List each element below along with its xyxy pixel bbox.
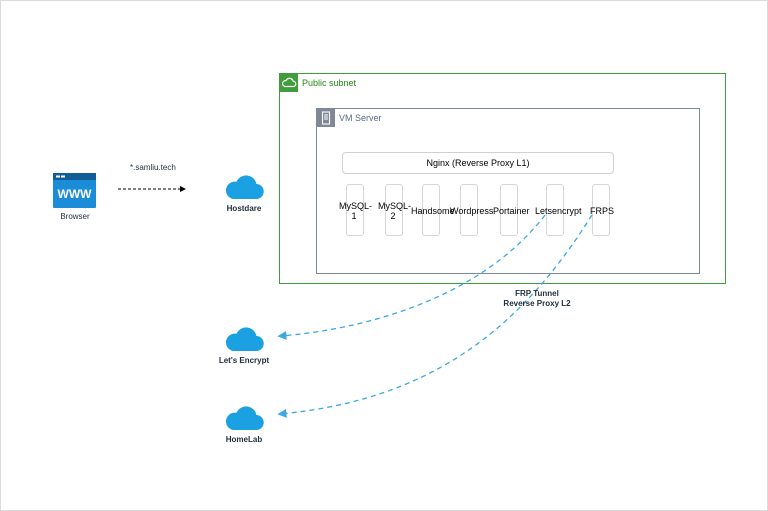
service-box-portainer[interactable] <box>500 184 518 236</box>
service-box-mysql-2[interactable] <box>385 184 403 236</box>
service-box-handsome[interactable] <box>422 184 440 236</box>
service-label-wordpress: Wordpress <box>450 206 494 216</box>
letsencrypt-edge-line[interactable] <box>277 214 546 341</box>
server-icon <box>317 109 335 127</box>
frp-tunnel-label-line1: FRP Tunnel <box>515 289 559 298</box>
service-label-handsome: Handsome <box>411 206 455 216</box>
service-box-mysql-1[interactable] <box>346 184 364 236</box>
public-subnet-label: Public subnet <box>302 78 357 88</box>
vm-server-group[interactable]: VM Server <box>316 108 700 274</box>
browser-icon-text: WWW <box>58 187 93 201</box>
service-label-mysql-2: MySQL-2 <box>378 201 412 221</box>
public-subnet-group[interactable]: Public subnet <box>279 73 726 284</box>
hostdare-cloud-icon[interactable] <box>224 173 264 200</box>
cloud-outline-icon <box>280 74 298 92</box>
service-box-frps[interactable] <box>592 184 610 236</box>
service-box-wordpress[interactable] <box>460 184 478 236</box>
browser-label: Browser <box>60 212 90 221</box>
lets-encrypt-label: Let's Encrypt <box>218 356 270 365</box>
nginx-box[interactable]: Nginx (Reverse Proxy L1) <box>342 152 614 174</box>
service-label-portainer: Portainer <box>493 206 530 216</box>
frp-tunnel-edge-line[interactable] <box>277 214 593 418</box>
service-label-mysql-1: MySQL-1 <box>339 201 373 221</box>
service-box-letsencrypt[interactable] <box>546 184 564 236</box>
service-label-letsencrypt: Letsencrypt <box>535 206 582 216</box>
vm-server-label: VM Server <box>339 113 382 123</box>
homelab-label: HomeLab <box>225 435 263 444</box>
frp-tunnel-label: FRP Tunnel Reverse Proxy L2 <box>497 289 577 309</box>
hostdare-label: Hostdare <box>226 204 262 213</box>
lets-encrypt-cloud-icon[interactable] <box>224 325 264 352</box>
frp-tunnel-label-line2: Reverse Proxy L2 <box>503 299 571 308</box>
homelab-cloud-icon[interactable] <box>224 404 264 431</box>
service-label-frps: FRPS <box>590 206 615 216</box>
request-edge-label: *.samliu.tech <box>130 163 176 172</box>
browser-icon[interactable]: WWW <box>53 173 96 208</box>
